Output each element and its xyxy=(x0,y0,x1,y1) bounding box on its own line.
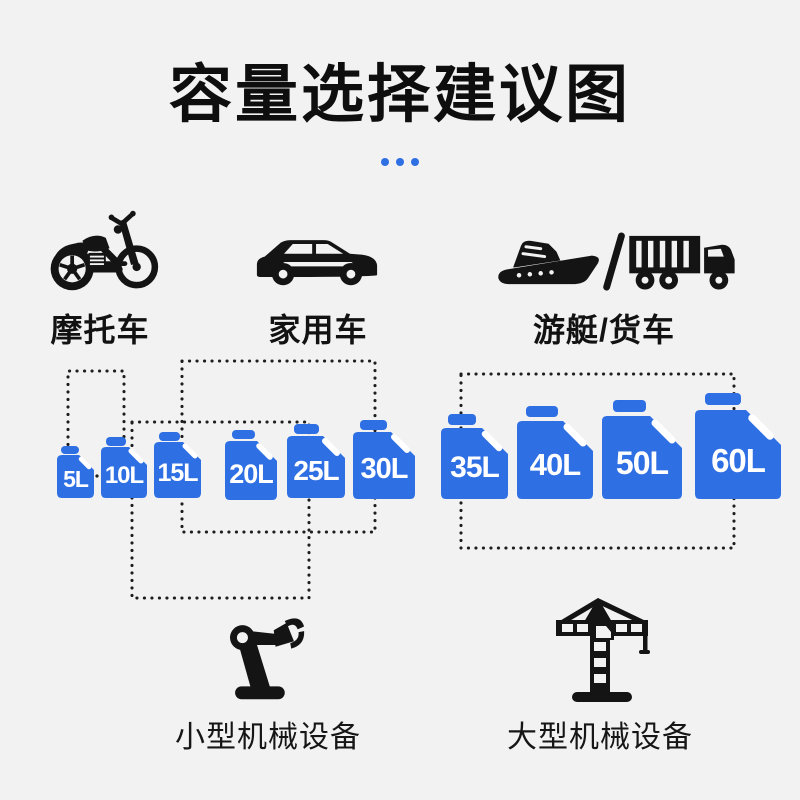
can-cap xyxy=(61,446,79,454)
connector-motorcycle xyxy=(66,369,126,454)
can-cap xyxy=(360,420,387,430)
page-title: 容量选择建议图 xyxy=(169,60,631,130)
can-label: 25L xyxy=(293,455,339,487)
can-label: 40L xyxy=(529,447,581,483)
connector-small-machinery xyxy=(130,420,311,600)
family-car-icon xyxy=(254,234,380,289)
label-small-machinery: 小型机械设备 xyxy=(175,721,361,754)
can-label: 50L xyxy=(615,444,669,481)
stray-dot xyxy=(95,474,99,478)
can-cap xyxy=(106,437,126,446)
can-cap xyxy=(294,424,319,434)
tower-crane-icon xyxy=(549,592,663,704)
can-label: 60L xyxy=(711,441,766,479)
label-yacht-truck: 游艇/货车 xyxy=(533,312,675,348)
can-cap xyxy=(526,406,558,417)
label-family-car: 家用车 xyxy=(268,312,368,348)
yacht-truck-icon xyxy=(495,230,737,293)
can-cap xyxy=(448,414,476,425)
robot-arm-icon xyxy=(213,610,305,702)
blue-dot xyxy=(396,158,404,166)
title-decoration-dots xyxy=(0,158,800,166)
can-label: 30L xyxy=(360,453,409,486)
can-cap xyxy=(613,400,646,412)
can-label: 20L xyxy=(229,458,274,489)
can-cap xyxy=(159,432,180,441)
can-label: 15L xyxy=(157,458,198,487)
can-label: 35L xyxy=(450,451,500,485)
connector-family-car xyxy=(180,359,377,534)
motorcycle-icon xyxy=(46,208,160,294)
label-large-machinery: 大型机械设备 xyxy=(507,721,693,754)
label-motorcycle: 摩托车 xyxy=(50,312,150,348)
blue-dot xyxy=(411,158,419,166)
can-label: 10L xyxy=(104,461,144,489)
can-cap xyxy=(232,430,255,439)
blue-dot xyxy=(381,158,389,166)
can-label: 5L xyxy=(63,465,89,492)
can-cap xyxy=(705,393,741,405)
